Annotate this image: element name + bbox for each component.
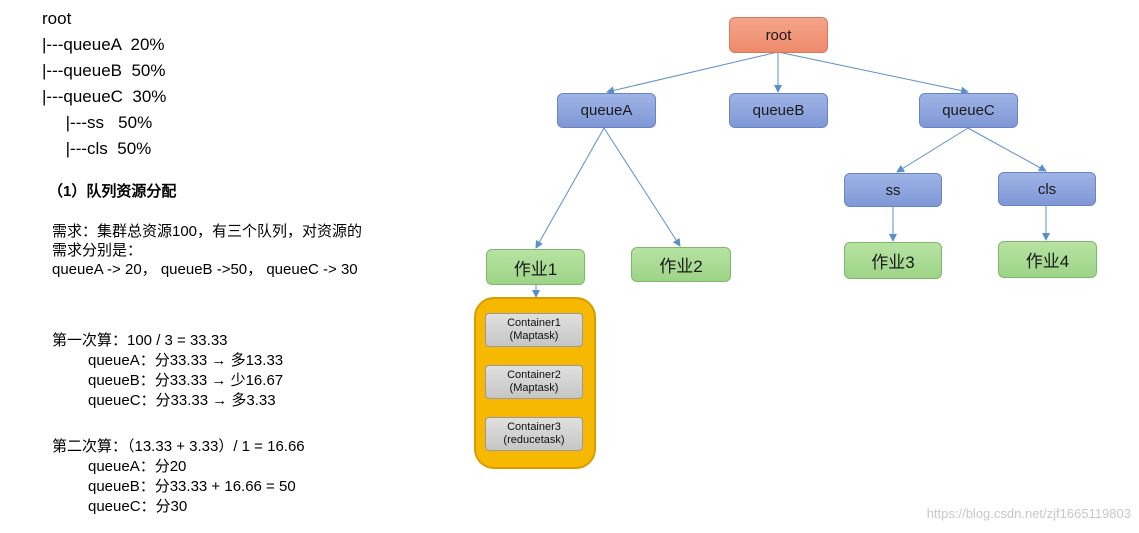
requirement-line: 需求分别是： bbox=[52, 242, 143, 259]
first-calculation: 第一次算：100 / 3 = 33.33 queueA：分33.33 → 多13… bbox=[52, 331, 283, 411]
node-job3: 作业3 bbox=[844, 242, 942, 279]
requirement-text: 需求：集群总资源100，有三个队列，对资源的 需求分别是： queueA -> … bbox=[52, 222, 362, 279]
container-task: (reducetask) bbox=[503, 434, 565, 446]
first-calc-title: 第一次算：100 / 3 = 33.33 bbox=[52, 332, 228, 349]
second-calc-line: queueB：分33.33 + 16.66 = 50 bbox=[88, 478, 296, 495]
watermark: https://blog.csdn.net/zjf1665119803 bbox=[926, 506, 1131, 521]
first-calc-line: queueB：分33.33 → 少16.67 bbox=[88, 372, 284, 389]
container-2: Container2 (Maptask) bbox=[485, 365, 583, 399]
tree-line-root: root bbox=[42, 9, 72, 28]
container-3: Container3 (reducetask) bbox=[485, 417, 583, 451]
tree-line-ss: |---ss 50% bbox=[42, 113, 153, 132]
node-queueA: queueA bbox=[557, 93, 656, 128]
container-task: (Maptask) bbox=[509, 330, 559, 342]
requirement-line: 需求：集群总资源100，有三个队列，对资源的 bbox=[52, 223, 363, 240]
node-root: root bbox=[729, 17, 828, 53]
section-heading: （1）队列资源分配 bbox=[48, 183, 177, 200]
first-calc-line: queueA：分33.33 → 多13.33 bbox=[88, 352, 284, 369]
node-job4: 作业4 bbox=[998, 241, 1097, 278]
node-job2: 作业2 bbox=[631, 247, 731, 282]
edge-queueC-cls bbox=[967, 127, 1047, 172]
node-job1: 作业1 bbox=[486, 249, 585, 285]
tree-line-cls: |---cls 50% bbox=[42, 139, 152, 158]
queue-tree-text: root |---queueA 20% |---queueB 50% |---q… bbox=[42, 6, 166, 162]
container-task: (Maptask) bbox=[509, 382, 559, 394]
edge-root-queueC bbox=[777, 51, 969, 95]
tree-line-queueA: |---queueA 20% bbox=[42, 35, 165, 54]
node-ss: ss bbox=[844, 173, 942, 207]
container-name: Container3 bbox=[507, 421, 561, 433]
container-name: Container1 bbox=[507, 317, 561, 329]
edge-queueA-job2 bbox=[603, 127, 681, 247]
second-calc-line: queueA：分20 bbox=[88, 458, 187, 475]
node-queueB: queueB bbox=[729, 93, 828, 128]
second-calc-line: queueC：分30 bbox=[88, 498, 188, 515]
container-1: Container1 (Maptask) bbox=[485, 313, 583, 347]
node-queueC: queueC bbox=[919, 93, 1018, 128]
node-cls: cls bbox=[998, 172, 1096, 206]
second-calc-title: 第二次算：（13.33 + 3.33）/ 1 = 16.66 bbox=[52, 438, 305, 455]
edge-root-queueA bbox=[606, 51, 779, 95]
tree-line-queueB: |---queueB 50% bbox=[42, 61, 166, 80]
container-name: Container2 bbox=[507, 369, 561, 381]
first-calc-line: queueC：分33.33 → 多3.33 bbox=[88, 392, 276, 409]
tree-line-queueC: |---queueC 30% bbox=[42, 87, 167, 106]
edge-queueC-ss bbox=[896, 127, 969, 173]
edge-queueA-job1 bbox=[535, 127, 605, 249]
requirement-line: queueA -> 20， queueB ->50， queueC -> 30 bbox=[52, 261, 358, 278]
second-calculation: 第二次算：（13.33 + 3.33）/ 1 = 16.66 queueA：分2… bbox=[52, 437, 305, 517]
